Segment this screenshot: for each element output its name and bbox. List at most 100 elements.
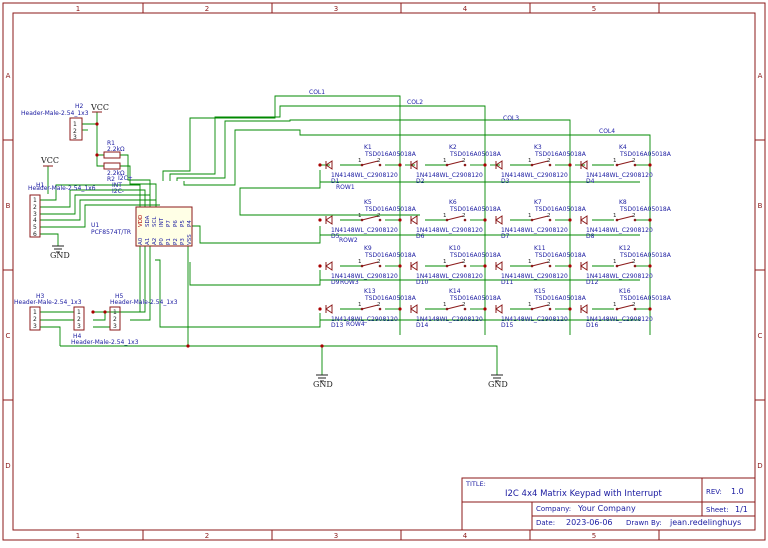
switch-part: TSD016A05018A — [364, 295, 417, 302]
col-marker-bottom: 1 — [76, 532, 80, 540]
vcc-symbol-top: VCC — [90, 103, 109, 113]
drawing-frame — [2, 2, 766, 541]
switch-pin-label: 2 — [462, 213, 466, 219]
col-marker-top: 2 — [205, 5, 209, 13]
switch-part: TSD016A05018A — [619, 252, 672, 259]
switch-pin-label: 2 — [377, 158, 381, 164]
ic-pin-label: P6 — [173, 220, 179, 227]
diode-ref: D8 — [586, 233, 595, 240]
diode-symbol — [580, 261, 588, 271]
switch-ref: K10 — [449, 245, 461, 252]
net-labels: COL1 COL2 COL3 COL4 ROW1 ROW2 ROW3 ROW4 — [309, 89, 615, 328]
switch-pin-label: 1 — [358, 158, 362, 164]
net-label-col4: COL4 — [599, 128, 615, 135]
diode-ref: D14 — [416, 322, 428, 329]
vcc-symbol-left: VCC — [40, 156, 59, 167]
company-label: Company: — [536, 505, 571, 513]
rev-value: 1.0 — [731, 487, 744, 496]
diode-ref: D4 — [586, 178, 595, 185]
ic-pin-label: A2 — [152, 238, 158, 245]
switch-part: TSD016A05018A — [364, 151, 417, 158]
switch-pin-label: 2 — [377, 213, 381, 219]
switch-pin-label: 1 — [528, 158, 532, 164]
svg-text:2: 2 — [33, 316, 37, 323]
switch-contact — [633, 307, 637, 311]
switch-ref: K9 — [364, 245, 372, 252]
row-marker-right: D — [757, 462, 762, 470]
sheet-value: 1/1 — [735, 505, 748, 514]
svg-text:Header-Male-2.54_1x3: Header-Male-2.54_1x3 — [14, 299, 82, 306]
svg-text:H4: H4 — [73, 333, 82, 340]
net-label-row4: ROW4 — [346, 321, 365, 328]
switch-pin-label: 1 — [358, 213, 362, 219]
switch-pin-label: 1 — [528, 213, 532, 219]
switch-ref: K13 — [364, 288, 376, 295]
switch-lever — [446, 304, 464, 310]
resistor-r1: R1 2.2kΩ — [103, 140, 125, 159]
col-marker-top: 3 — [334, 5, 338, 13]
switch-pin-label: 2 — [547, 213, 551, 219]
diode-ref: D13 — [331, 322, 343, 329]
switch-pin-label: 2 — [632, 213, 636, 219]
switch-pin-label: 1 — [358, 302, 362, 308]
ic-pin-label: A1 — [145, 238, 151, 245]
h1-part: Header-Male-2.54_1x6 — [28, 185, 96, 192]
switch-part: TSD016A05018A — [449, 206, 502, 213]
ic-pin-label: SCL — [152, 216, 158, 227]
switch-contact — [548, 163, 552, 167]
switch-ref: K14 — [449, 288, 461, 295]
diode-symbol — [410, 215, 418, 225]
diode-part: 1N4148WL_C2908120 — [501, 172, 568, 179]
diode-symbol — [495, 160, 503, 170]
ic-pin-label: A0 — [138, 237, 144, 245]
diode-symbol — [325, 304, 333, 314]
gnd-symbol-left — [52, 245, 64, 253]
switch-pin-label: 2 — [547, 259, 551, 265]
diode-ref: D2 — [416, 178, 425, 185]
diode-part: 1N4148WL_C2908120 — [586, 172, 653, 179]
company-value: Your Company — [577, 504, 636, 513]
gnd-label-right: GND — [488, 380, 508, 389]
switch-pin-label: 1 — [443, 213, 447, 219]
svg-text:1: 1 — [77, 309, 81, 316]
ic-pin-label: P0 — [159, 238, 165, 245]
diode-symbol — [410, 304, 418, 314]
diode-ref: D9 — [331, 279, 340, 286]
frame-markers: 1 2 3 4 5 1 2 3 4 5 A B C D A B C D — [5, 5, 762, 540]
svg-text:3: 3 — [113, 323, 117, 330]
svg-text:R1: R1 — [107, 140, 115, 147]
svg-text:3: 3 — [77, 323, 81, 330]
diode-symbol — [410, 160, 418, 170]
ic-pin-label: P4 — [187, 220, 193, 227]
row-marker-left: C — [6, 332, 11, 340]
svg-text:3: 3 — [33, 323, 37, 330]
title-text: I2C 4x4 Matrix Keypad with Interrupt — [505, 489, 662, 499]
diode-part: 1N4148WL_C2908120 — [501, 316, 568, 323]
switch-lever — [361, 261, 379, 267]
row-marker-left: B — [6, 202, 11, 210]
svg-text:VCC: VCC — [40, 156, 59, 165]
header-h1: H1 Header-Male-2.54_1x6 1 2 3 4 5 6 — [28, 182, 96, 238]
switch-pin-label: 2 — [632, 259, 636, 265]
row-marker-left: D — [5, 462, 10, 470]
svg-text:VCC: VCC — [90, 103, 109, 112]
net-label-row2: ROW2 — [339, 237, 358, 244]
svg-text:1: 1 — [33, 309, 37, 316]
switch-lever — [446, 215, 464, 221]
svg-text:2: 2 — [73, 128, 77, 135]
switch-lever — [446, 160, 464, 166]
switch-part: TSD016A05018A — [449, 252, 502, 259]
svg-text:Header-Male-2.54_1x3: Header-Male-2.54_1x3 — [110, 299, 178, 306]
svg-text:2.2kΩ: 2.2kΩ — [107, 170, 125, 177]
net-label-col2: COL2 — [407, 99, 423, 106]
svg-text:3: 3 — [73, 134, 77, 141]
svg-text:H5: H5 — [115, 293, 124, 300]
